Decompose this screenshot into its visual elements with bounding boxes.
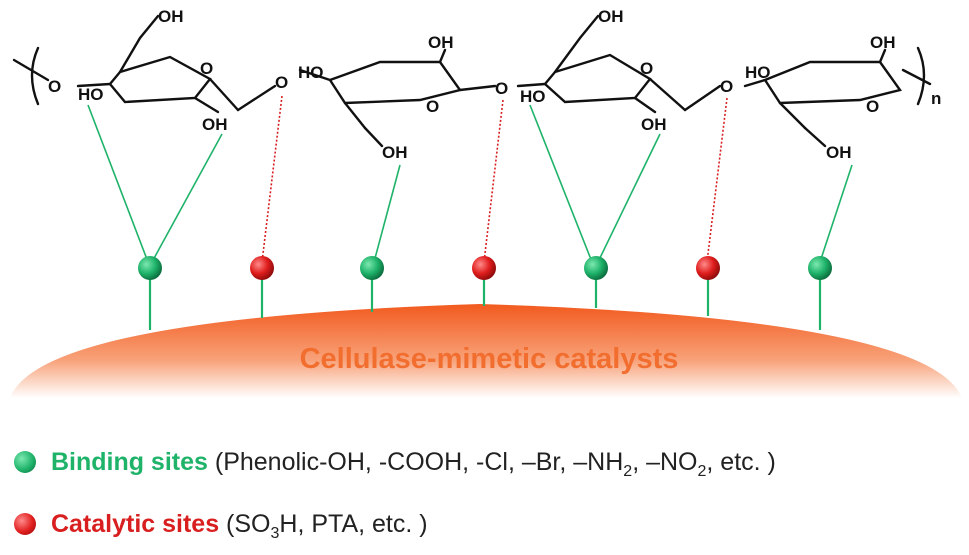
catalyst-surface xyxy=(10,304,962,398)
ring4-ho: HO xyxy=(745,63,771,82)
ring3-oh-bottom: OH xyxy=(641,115,667,134)
right-end-bond xyxy=(901,68,932,86)
bridge-o-left: O xyxy=(48,77,61,96)
bridge-o-3: O xyxy=(720,77,733,96)
surface-label: Cellulase-mimetic catalysts xyxy=(300,343,679,375)
ring1-oh-top: OH xyxy=(158,7,184,26)
chem-labels: n O O OH HO OH O OH HO O OH O OH O HO OH… xyxy=(48,7,941,162)
ring2-oh-top: OH xyxy=(428,33,454,52)
ring3-oh-top: OH xyxy=(598,7,624,26)
ring1-oh-bottom: OH xyxy=(202,115,228,134)
ring4-oh-top: OH xyxy=(870,33,896,52)
binding-site-ball xyxy=(138,256,162,280)
legend-catalytic-sites: Catalytic sites (SO3H, PTA, etc. ) xyxy=(14,510,428,543)
catalytic-site-ball xyxy=(696,256,720,280)
catalytic-dot-icon xyxy=(14,513,36,535)
catalytic-line xyxy=(261,95,283,263)
interaction-lines xyxy=(87,95,853,263)
glucose-ring-2 xyxy=(298,48,497,148)
catalytic-line xyxy=(706,97,728,263)
ring4-oh-bottom: OH xyxy=(826,143,852,162)
cellulose-chain xyxy=(12,14,932,148)
binding-title: Binding sites xyxy=(50,448,208,476)
legend-binding-sites: Binding sites (Phenolic-OH, -COOH, -Cl, … xyxy=(14,448,776,481)
binding-site-ball xyxy=(360,256,384,280)
ring4-o: O xyxy=(866,97,879,116)
glucose-ring-3 xyxy=(516,14,722,114)
catalytic-site-ball xyxy=(472,256,496,280)
binding-detail: (Phenolic-OH, -COOH, -Cl, –Br, –NH2, –NO… xyxy=(214,448,776,480)
catalytic-line xyxy=(483,99,504,263)
catalytic-detail: (SO3H, PTA, etc. ) xyxy=(226,510,428,542)
binding-site-ball xyxy=(584,256,608,280)
bridge-o-1: O xyxy=(275,73,288,92)
left-bracket xyxy=(30,46,40,106)
ring2-o: O xyxy=(426,97,439,116)
catalytic-site-ball xyxy=(250,256,274,280)
site-balls xyxy=(138,256,832,280)
right-bracket xyxy=(916,46,926,106)
catalytic-title: Catalytic sites xyxy=(50,510,220,538)
binding-site-ball xyxy=(808,256,832,280)
ring1-o: O xyxy=(200,59,213,78)
binding-dot-icon xyxy=(14,451,36,473)
binding-line xyxy=(819,164,853,263)
glucose-ring-1 xyxy=(76,14,277,114)
cellulose-catalyst-diagram: Cellulase-mimetic catalysts xyxy=(10,7,962,398)
end-n-label: n xyxy=(931,89,941,108)
binding-line xyxy=(529,104,593,263)
bridge-o-2: O xyxy=(495,79,508,98)
ring3-o: O xyxy=(640,59,653,78)
binding-line xyxy=(597,133,661,263)
binding-line xyxy=(373,164,401,263)
glucose-ring-4 xyxy=(743,48,903,148)
ring3-ho: HO xyxy=(520,87,546,106)
ring2-ho: HO xyxy=(298,63,324,82)
ring2-oh-bottom: OH xyxy=(382,143,408,162)
left-end-bond xyxy=(12,58,50,82)
ring1-ho: HO xyxy=(78,85,104,104)
binding-line xyxy=(87,104,149,263)
binding-line xyxy=(151,133,223,263)
